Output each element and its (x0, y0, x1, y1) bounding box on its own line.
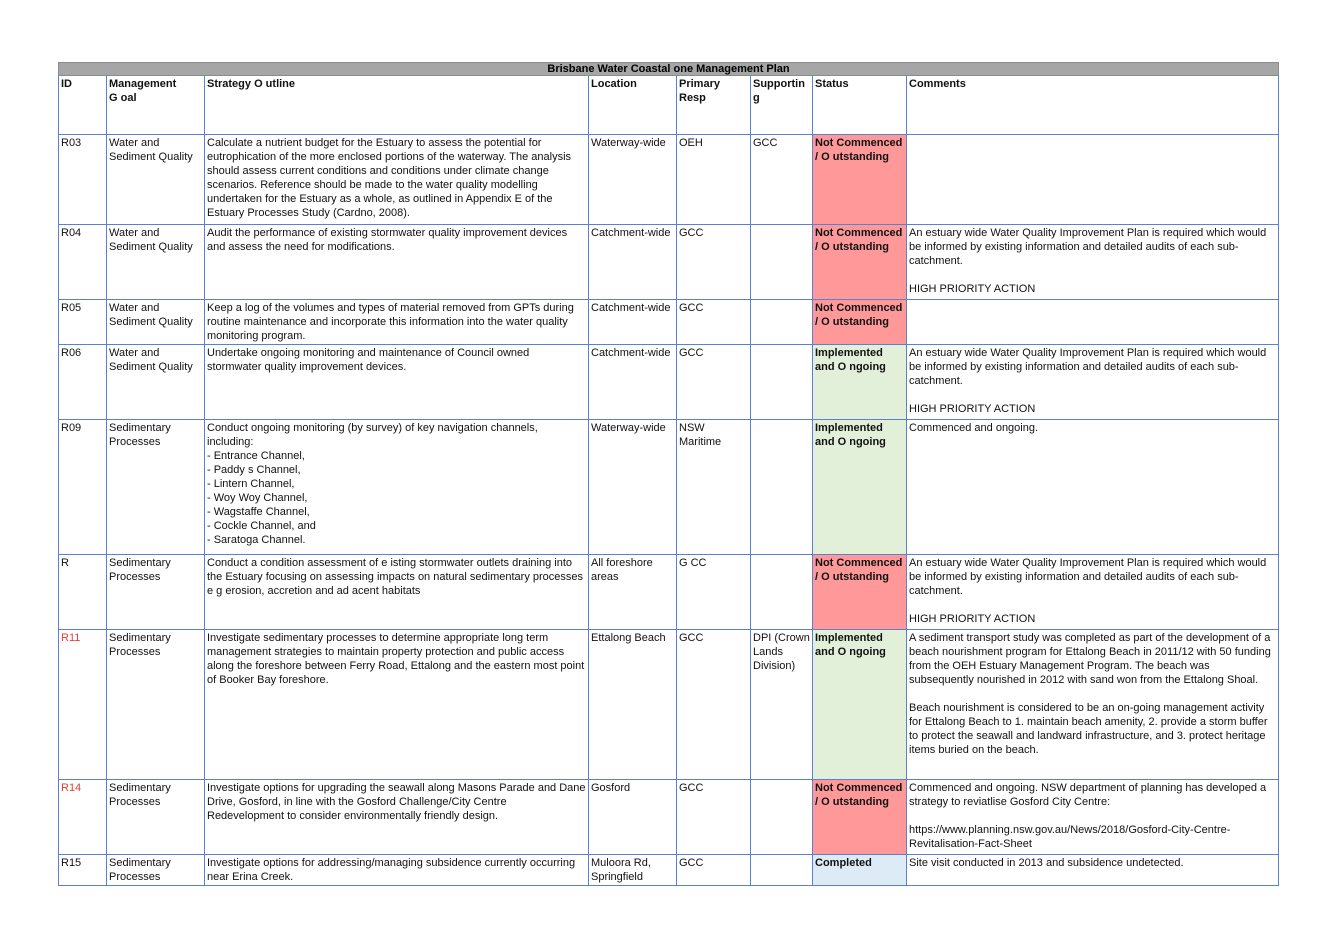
cell-goal: Sedimentary Processes (106, 419, 205, 555)
cell-goal: Sedimentary Processes (106, 779, 205, 855)
cell-strategy: Keep a log of the volumes and types of m… (204, 299, 589, 345)
cell-location: All foreshore areas (588, 554, 677, 630)
cell-location: Waterway-wide (588, 419, 677, 555)
cell-supporting: DPI (Crown Lands Division) (750, 629, 813, 780)
cell-id: R11 (58, 629, 107, 780)
cell-status: Implemented and O ngoing (812, 344, 907, 420)
cell-id: R (58, 554, 107, 630)
header-primary: Primary Resp (676, 75, 751, 135)
cell-comments: Commenced and ongoing. (905, 419, 1280, 555)
cell-status: Not Commenced / O utstanding (812, 299, 907, 345)
cell-goal: Sedimentary Processes (106, 629, 205, 780)
cell-supporting (750, 299, 813, 345)
cell-comments: Commenced and ongoing. NSW department of… (905, 779, 1280, 855)
cell-comments: Site visit conducted in 2013 and subside… (905, 854, 1280, 886)
cell-goal: Water and Sediment Quality (106, 134, 205, 225)
cell-location: Catchment-wide (588, 344, 677, 420)
cell-id: R09 (58, 419, 107, 555)
cell-primary: NSW Maritime (676, 419, 751, 555)
cell-location: Muloora Rd, Springfield (588, 854, 677, 886)
header-comments: Comments (905, 75, 1280, 135)
cell-status: Not Commenced / O utstanding (812, 134, 907, 225)
cell-strategy: Audit the performance of existing stormw… (204, 224, 589, 300)
title-row: Brisbane Water Coastal one Management Pl… (57, 62, 1280, 76)
cell-primary: GCC (676, 224, 751, 300)
cell-primary: GCC (676, 779, 751, 855)
cell-comments: An estuary wide Water Quality Improvemen… (905, 344, 1280, 420)
cell-id: R14 (58, 779, 107, 855)
header-strategy: Strategy O utline (204, 75, 589, 135)
header-id: ID (58, 75, 107, 135)
cell-comments: An estuary wide Water Quality Improvemen… (905, 224, 1280, 300)
cell-supporting (750, 419, 813, 555)
cell-id: R03 (58, 134, 107, 225)
sheet-title: Brisbane Water Coastal one Management Pl… (57, 62, 1280, 76)
cell-primary: OEH (676, 134, 751, 225)
cell-supporting (750, 224, 813, 300)
cell-comments: An estuary wide Water Quality Improvemen… (905, 554, 1280, 630)
cell-goal: Water and Sediment Quality (106, 344, 205, 420)
cell-comments (905, 299, 1280, 345)
cell-location: Ettalong Beach (588, 629, 677, 780)
cell-primary: GCC (676, 299, 751, 345)
cell-status: Completed (812, 854, 907, 886)
header-supporting: Supportin g (750, 75, 813, 135)
cell-strategy: Investigate options for upgrading the se… (204, 779, 589, 855)
cell-strategy: Undertake ongoing monitoring and mainten… (204, 344, 589, 420)
cell-status: Implemented and O ngoing (812, 629, 907, 780)
cell-status: Implemented and O ngoing (812, 419, 907, 555)
cell-id: R06 (58, 344, 107, 420)
cell-goal: Sedimentary Processes (106, 554, 205, 630)
cell-supporting (750, 854, 813, 886)
cell-id: R04 (58, 224, 107, 300)
cell-location: Catchment-wide (588, 224, 677, 300)
cell-supporting (750, 554, 813, 630)
cell-strategy: Conduct ongoing monitoring (by survey) o… (204, 419, 589, 555)
header-row: ID Management G oal Strategy O utline Lo… (58, 75, 1280, 135)
cell-location: Waterway-wide (588, 134, 677, 225)
cell-strategy: Investigate sedimentary processes to det… (204, 629, 589, 780)
cell-status: Not Commenced / O utstanding (812, 779, 907, 855)
cell-comments: A sediment transport study was completed… (905, 629, 1280, 780)
cell-strategy: Investigate options for addressing/manag… (204, 854, 589, 886)
cell-primary: GCC (676, 629, 751, 780)
cell-goal: Water and Sediment Quality (106, 224, 205, 300)
cell-supporting (750, 344, 813, 420)
cell-supporting: GCC (750, 134, 813, 225)
cell-primary: GCC (676, 344, 751, 420)
cell-supporting (750, 779, 813, 855)
cell-id: R05 (58, 299, 107, 345)
cell-id: R15 (58, 854, 107, 886)
cell-status: Not Commenced / O utstanding (812, 224, 907, 300)
cell-strategy: Conduct a condition assessment of e isti… (204, 554, 589, 630)
cell-primary: G CC (676, 554, 751, 630)
header-status: Status (812, 75, 907, 135)
cell-status: Not Commenced / O utstanding (812, 554, 907, 630)
cell-strategy: Calculate a nutrient budget for the Estu… (204, 134, 589, 225)
cell-location: Gosford (588, 779, 677, 855)
cell-comments (905, 134, 1280, 225)
management-plan-table: Brisbane Water Coastal one Management Pl… (57, 62, 1280, 886)
cell-location: Catchment-wide (588, 299, 677, 345)
cell-goal: Sedimentary Processes (106, 854, 205, 886)
header-location: Location (588, 75, 677, 135)
cell-goal: Water and Sediment Quality (106, 299, 205, 345)
cell-primary: GCC (676, 854, 751, 886)
header-goal: Management G oal (106, 75, 205, 135)
